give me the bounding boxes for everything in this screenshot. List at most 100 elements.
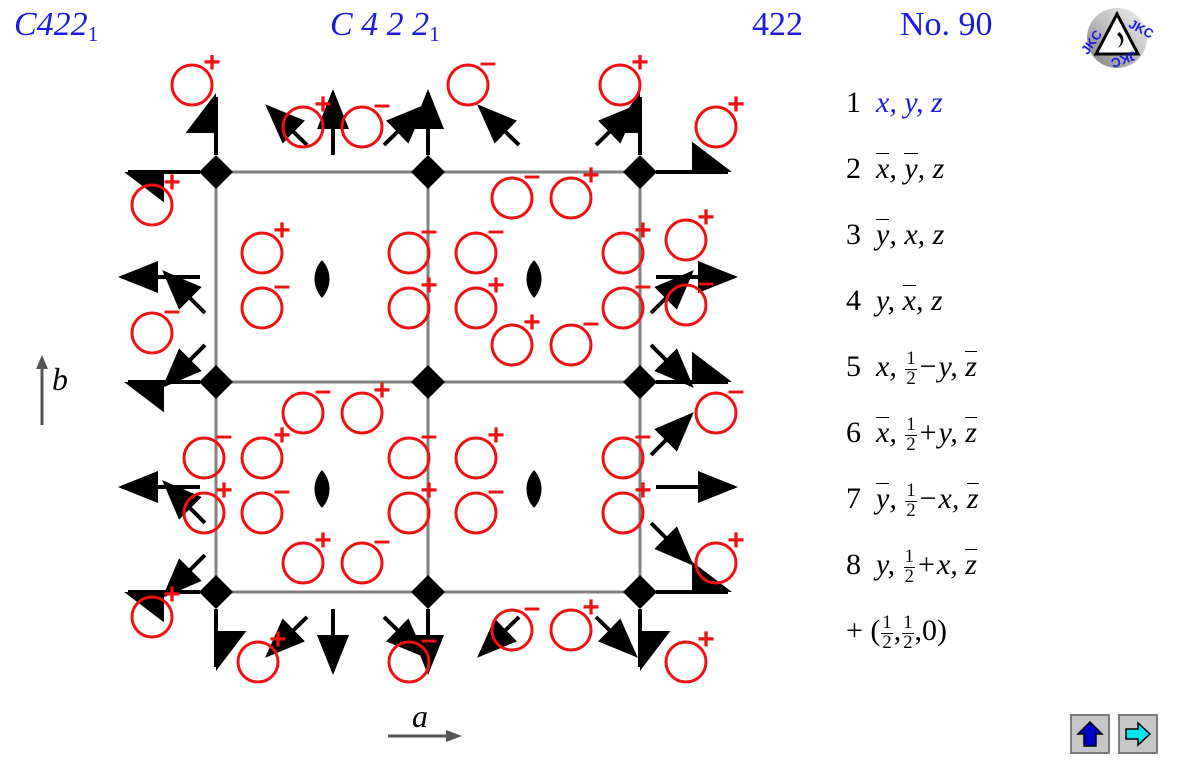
atom-height-sign: –: [216, 419, 233, 452]
two-fold-axis-symbols: [314, 260, 542, 508]
navigation-buttons: [1070, 714, 1158, 754]
atom-position: –: [281, 374, 332, 435]
axis-arrow-diagonal: [382, 104, 426, 147]
full-symbol-subscript: 1: [429, 21, 440, 46]
atom-circle: [446, 63, 490, 107]
operation-coordinate-triplet: x, y, z: [876, 152, 945, 185]
atom-circle: [490, 323, 534, 367]
symmetry-operation-row[interactable]: 3 y, x, z: [846, 218, 1106, 284]
atom-height-sign: –: [421, 419, 438, 452]
atom-circle: [240, 436, 284, 480]
operation-sign: −: [919, 482, 937, 515]
atom-height-sign: –: [421, 623, 438, 656]
atom-circle: [387, 436, 431, 480]
atom-position: –: [601, 269, 652, 330]
atom-circle: [490, 608, 534, 652]
atom-position: –: [130, 294, 181, 355]
general-position-atoms: ++––+++–++––+–++––+–+––+–++––++––+–++–+–…: [130, 55, 745, 684]
axis-arrow-diagonal: [382, 615, 426, 658]
atom-circle: [454, 286, 498, 330]
atom-height-sign: +: [215, 474, 233, 507]
atom-circle: [664, 640, 708, 684]
up-button[interactable]: [1070, 714, 1110, 754]
coordinate-negated: z: [966, 482, 979, 515]
coordinate-negated: y: [876, 482, 890, 515]
operation-number: 6: [846, 416, 861, 449]
atom-circle: [387, 491, 431, 535]
axis-b: b: [36, 355, 68, 425]
atom-circle: [490, 176, 534, 220]
atom-height-sign: –: [421, 214, 438, 247]
operation-number: 2: [846, 152, 861, 185]
atom-height-sign: +: [634, 474, 652, 507]
atom-position: +: [549, 159, 600, 220]
atom-height-sign: +: [420, 269, 438, 302]
atom-position: –: [240, 269, 290, 330]
atom-position: +: [281, 88, 332, 149]
atom-position: +: [387, 269, 438, 330]
axis-arrow-diagonal: [265, 104, 309, 147]
axis-a-label: a: [412, 698, 428, 734]
axis-b-label: b: [52, 361, 68, 397]
atom-position: –: [664, 266, 714, 327]
space-group-number-label: No. 90: [900, 6, 993, 43]
atom-circle: [549, 176, 593, 220]
coordinate: z: [931, 86, 943, 119]
coordinate: x: [936, 548, 951, 581]
atom-circle: [130, 311, 174, 355]
short-symbol-subscript: 1: [87, 21, 99, 46]
atom-height-sign: +: [420, 474, 438, 507]
symmetry-operation-row[interactable]: 2 x, y, z: [846, 152, 1106, 218]
atom-height-sign: +: [373, 374, 391, 407]
next-button[interactable]: [1118, 714, 1158, 754]
operation-number: 4: [846, 284, 861, 317]
atom-height-sign: +: [582, 591, 600, 624]
operation-number: 1: [846, 86, 861, 119]
atom-position: +: [664, 201, 715, 262]
four-fold-axis-symbols: [199, 155, 657, 609]
atom-height-sign: +: [523, 306, 541, 339]
atom-height-sign: +: [727, 88, 745, 121]
axis-arrow-diagonal: [649, 521, 694, 566]
atom-position: –: [240, 474, 290, 535]
atom-height-sign: –: [315, 374, 332, 407]
coordinate: z: [932, 152, 945, 185]
atom-height-sign: +: [634, 214, 652, 247]
operation-number: 5: [846, 350, 861, 383]
atom-position: –: [340, 524, 390, 585]
atom-position: –: [490, 591, 540, 652]
operation-number: 3: [846, 218, 861, 251]
atom-circle: [601, 231, 645, 275]
atom-position: +: [454, 419, 505, 480]
atom-height-sign: –: [524, 159, 541, 192]
coordinate: y: [938, 416, 951, 449]
atom-circle: [664, 218, 708, 262]
in-plane-axis-arrows: [118, 89, 738, 675]
atom-circle: [340, 391, 384, 435]
atom-height-sign: –: [164, 294, 181, 327]
atom-height-sign: –: [635, 269, 652, 302]
axis-arrow-diagonal: [477, 615, 521, 658]
atom-height-sign: –: [488, 474, 505, 507]
space-group-symmetry-diagram: b a: [36, 55, 745, 742]
atom-height-sign: +: [163, 578, 181, 611]
operation-coordinate-triplet: y, x, z: [876, 218, 945, 251]
atom-position: +: [340, 374, 391, 435]
atom-height-sign: +: [273, 419, 291, 452]
atom-height-sign: +: [697, 623, 715, 656]
axis-arrow-diagonal: [649, 412, 694, 457]
atom-position: +: [601, 214, 652, 275]
point-group-label: 422: [752, 6, 803, 43]
atom-circle: [694, 105, 738, 149]
